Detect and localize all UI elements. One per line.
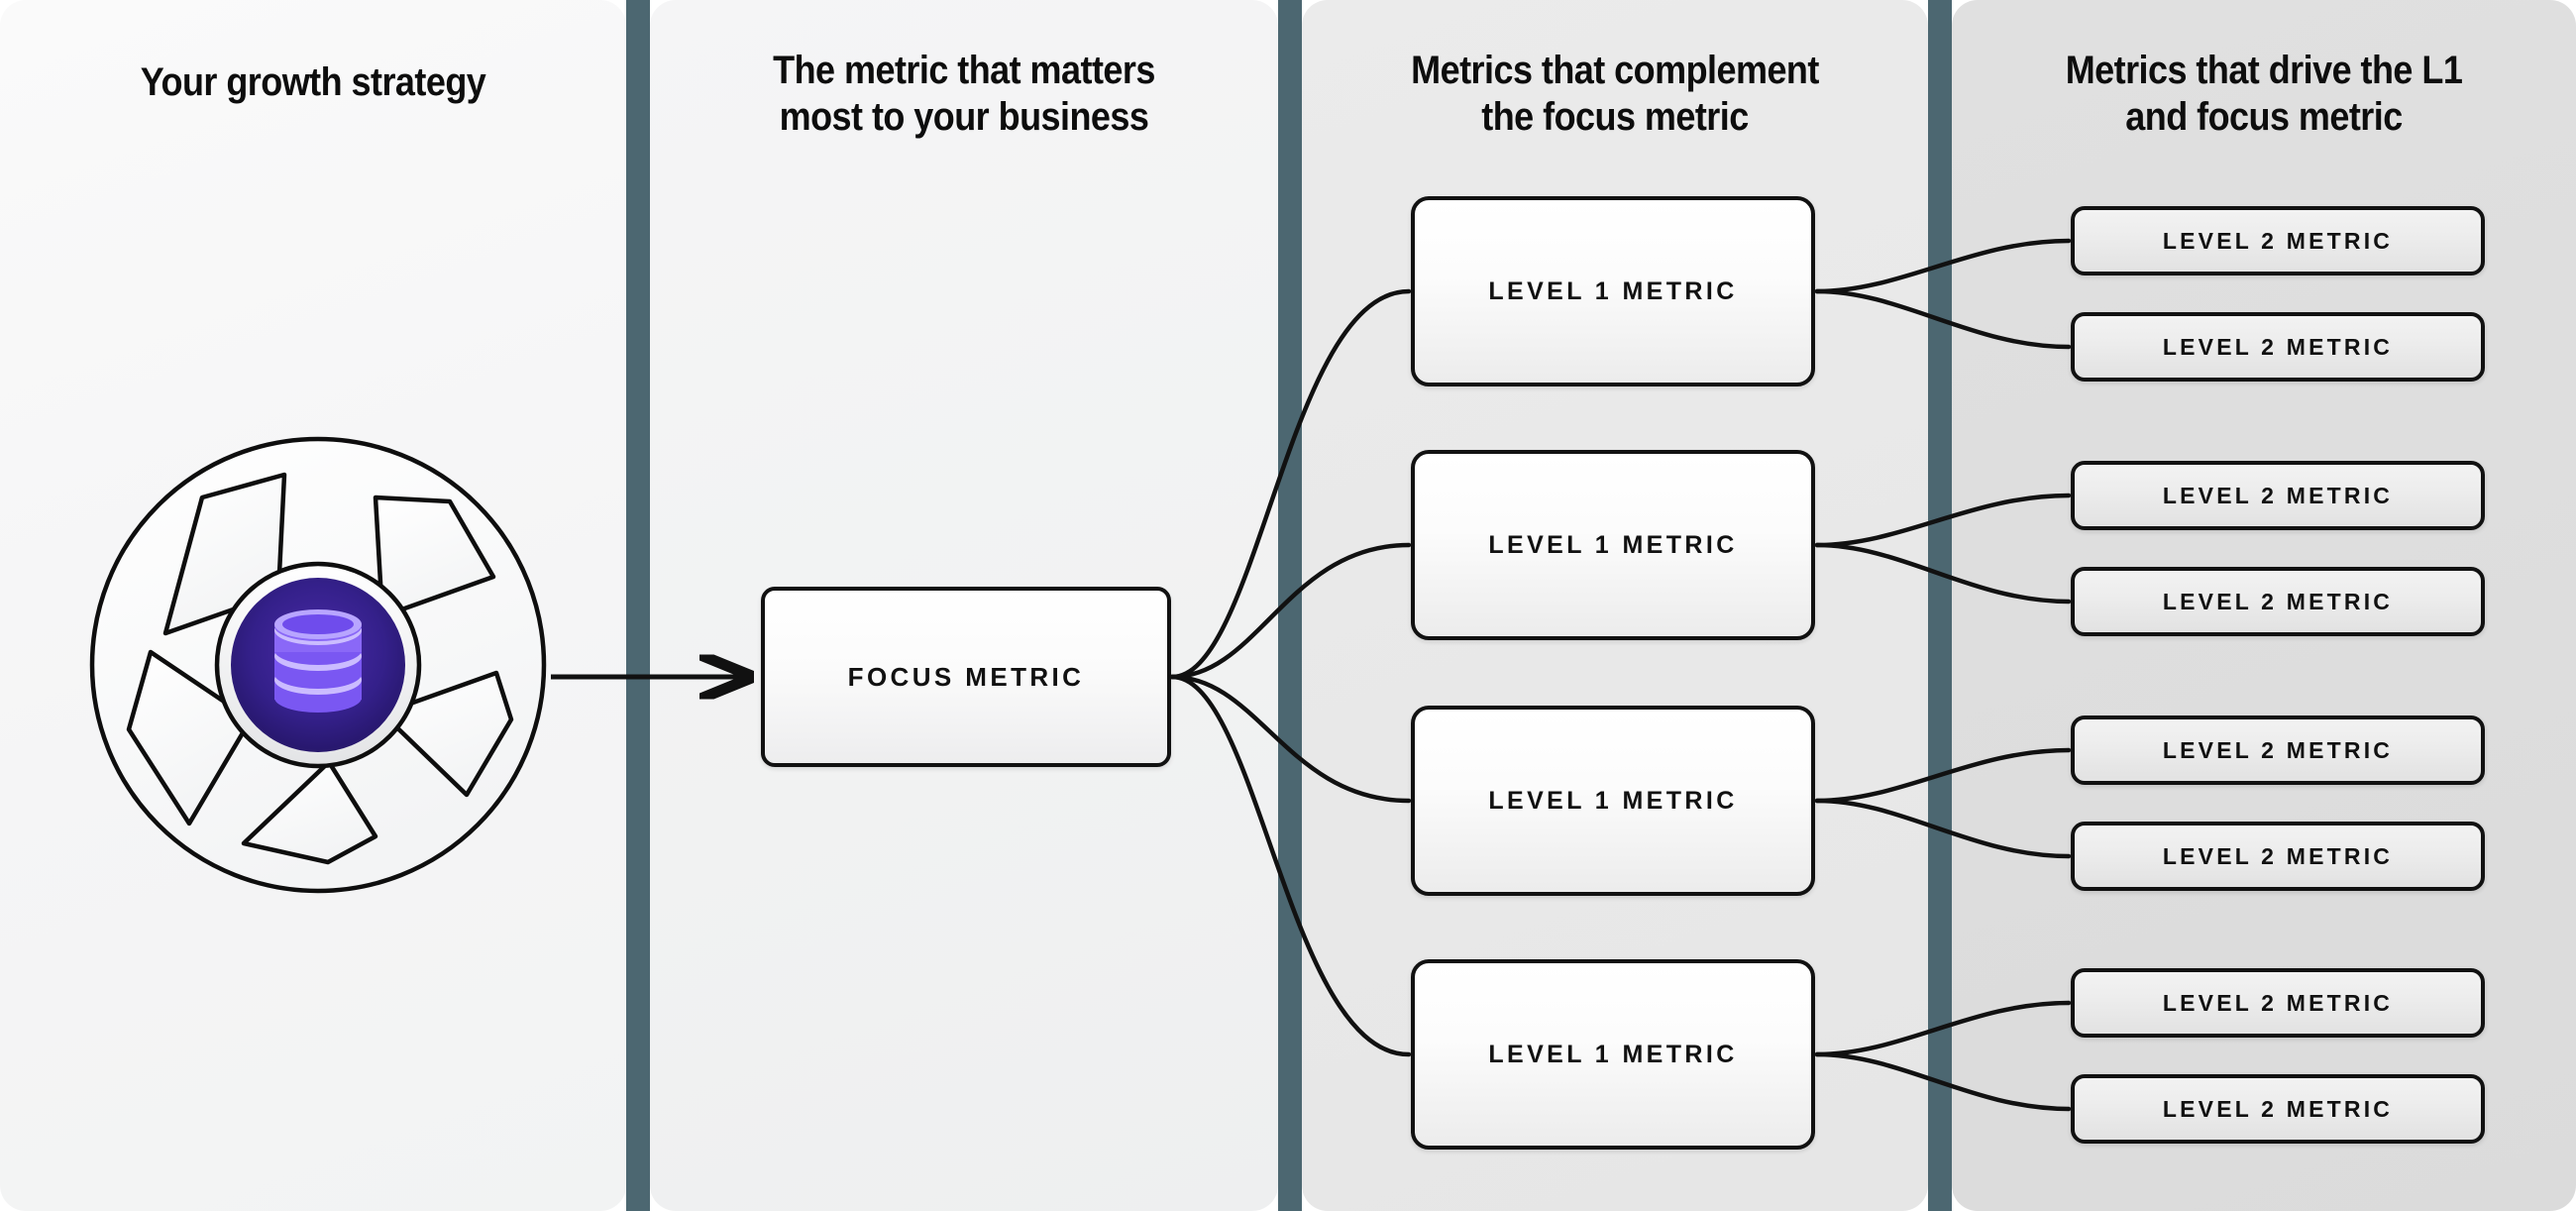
column-header-focus-metric: The metric that matters most to your bus… xyxy=(773,49,1155,140)
level1-metric-node[interactable]: LEVEL 1 METRIC xyxy=(1411,959,1815,1150)
level2-metric-node[interactable]: LEVEL 2 METRIC xyxy=(2071,822,2485,891)
column-divider-3 xyxy=(1928,0,1952,1211)
level2-metric-node[interactable]: LEVEL 2 METRIC xyxy=(2071,716,2485,785)
level2-metric-node[interactable]: LEVEL 2 METRIC xyxy=(2071,461,2485,530)
level1-metric-node[interactable]: LEVEL 1 METRIC xyxy=(1411,706,1815,896)
level2-metric-node[interactable]: LEVEL 2 METRIC xyxy=(2071,206,2485,275)
level1-metric-node[interactable]: LEVEL 1 METRIC xyxy=(1411,450,1815,640)
level2-metric-node[interactable]: LEVEL 2 METRIC xyxy=(2071,567,2485,636)
growth-strategy-graphic xyxy=(89,436,547,894)
column-divider-1 xyxy=(626,0,650,1211)
column-header-level-1-metrics: Metrics that complement the focus metric xyxy=(1411,49,1819,140)
column-header-level-2-metrics: Metrics that drive the L1 and focus metr… xyxy=(2065,49,2463,140)
level2-metric-node[interactable]: LEVEL 2 METRIC xyxy=(2071,1074,2485,1144)
level1-metric-node[interactable]: LEVEL 1 METRIC xyxy=(1411,196,1815,386)
level2-metric-node[interactable]: LEVEL 2 METRIC xyxy=(2071,968,2485,1038)
focus-metric-node[interactable]: FOCUS METRIC xyxy=(761,587,1171,767)
column-divider-2 xyxy=(1278,0,1302,1211)
column-header-growth-strategy: Your growth strategy xyxy=(140,60,486,104)
database-icon xyxy=(274,609,362,713)
level2-metric-node[interactable]: LEVEL 2 METRIC xyxy=(2071,312,2485,382)
